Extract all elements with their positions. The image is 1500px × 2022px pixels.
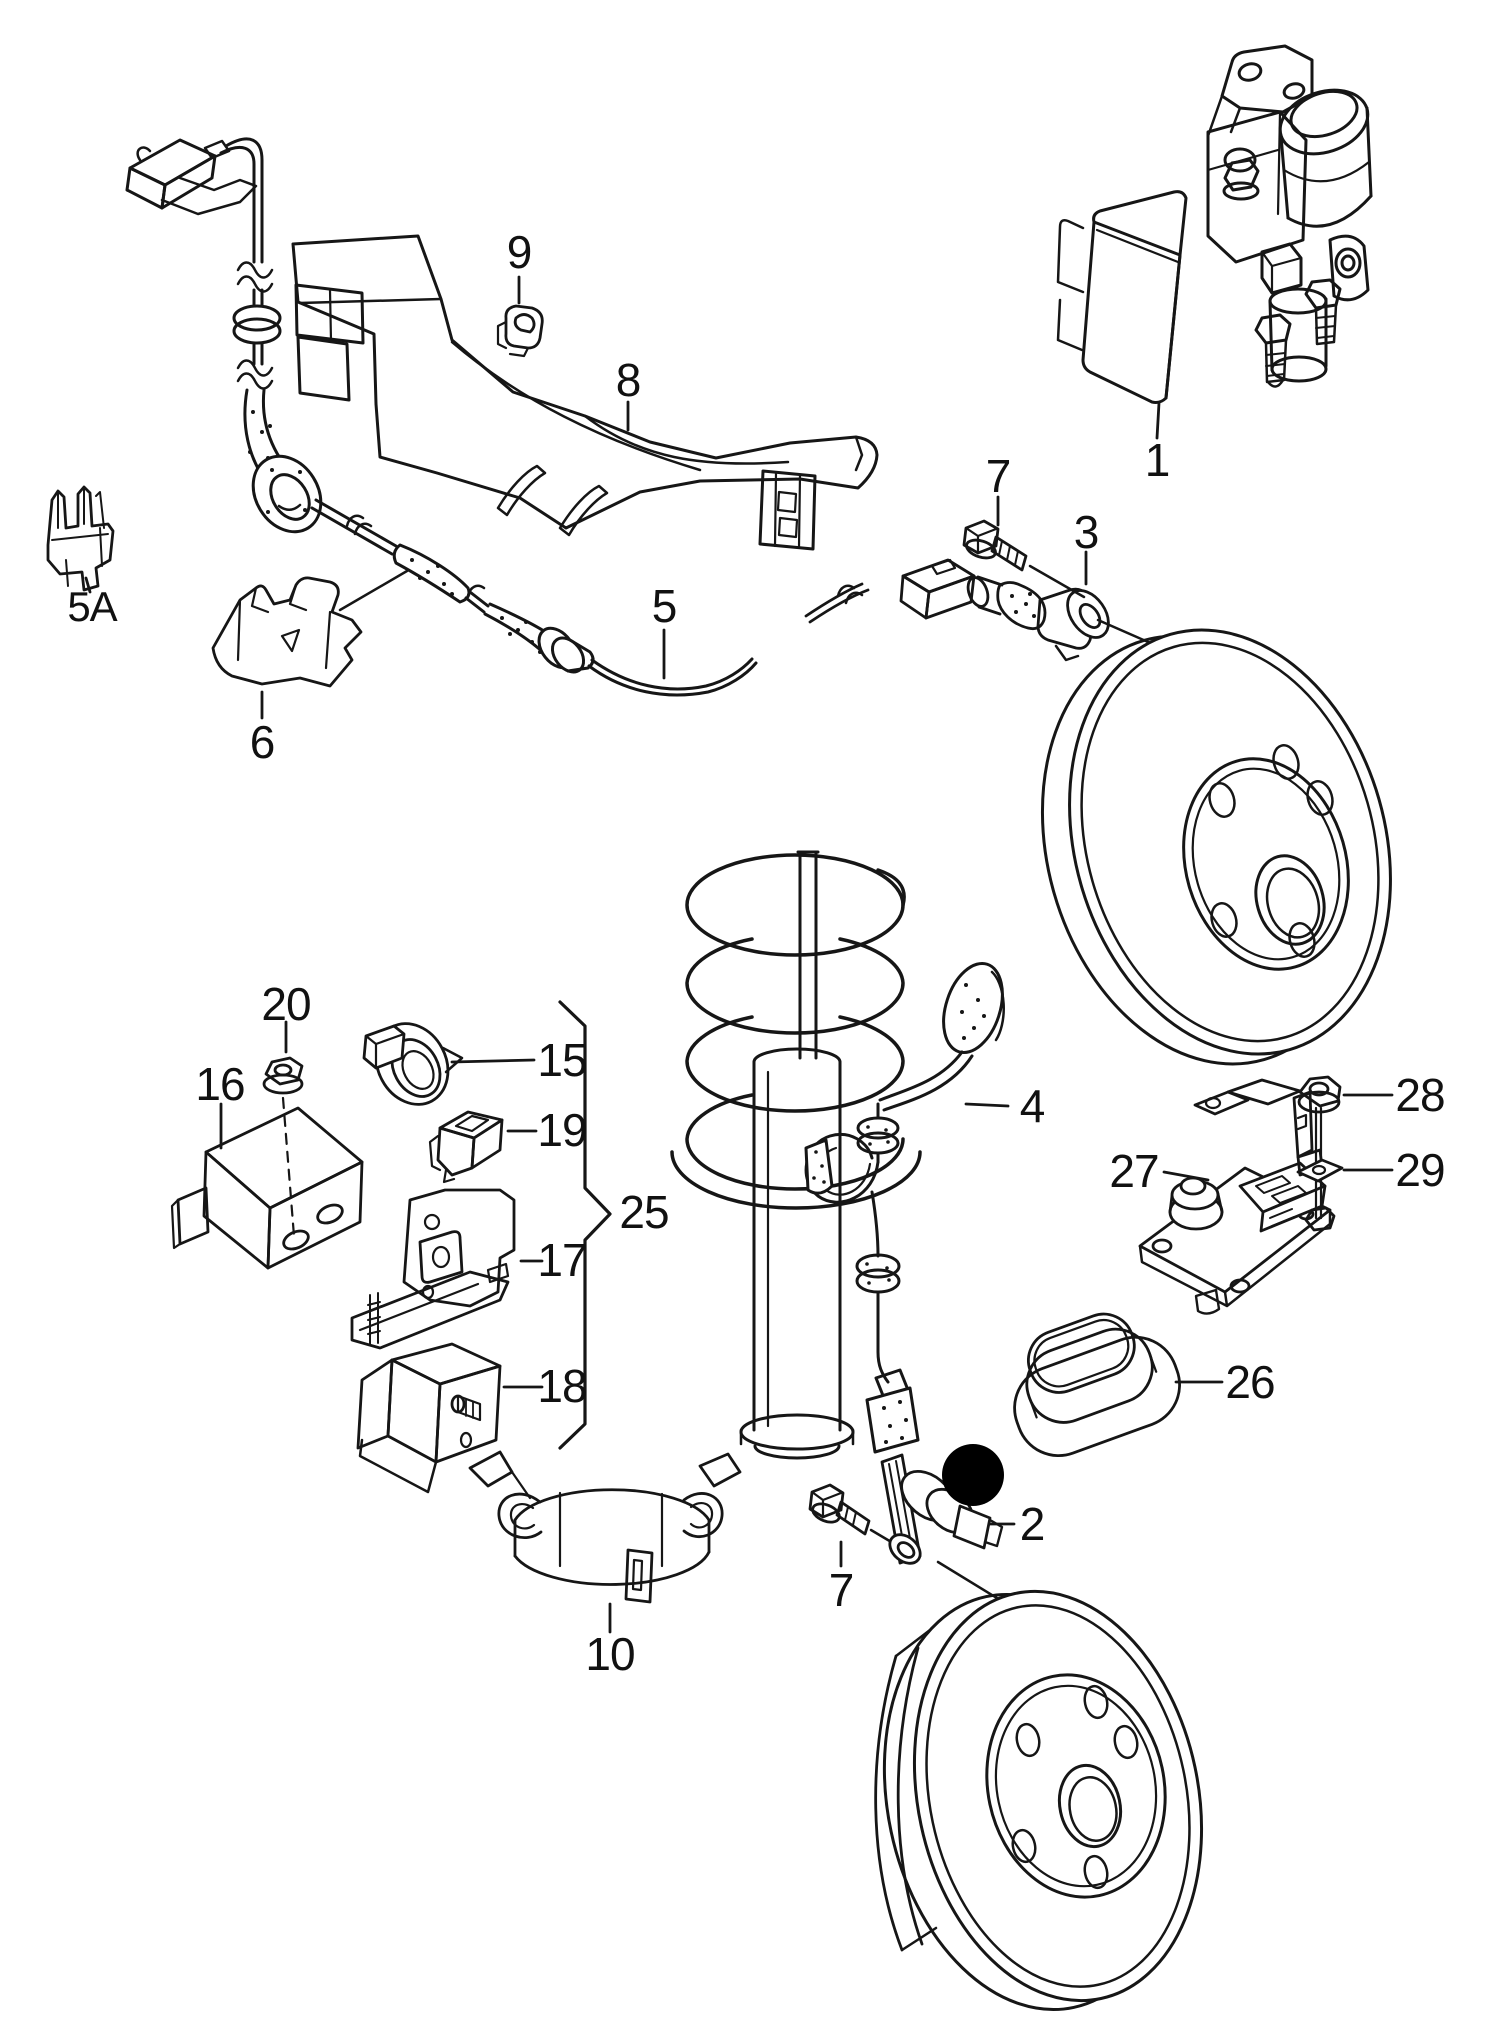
part-7-rear-bolt-drawing — [808, 1483, 900, 1548]
part-29-bracket-drawing — [1193, 1078, 1344, 1232]
part-27-module-drawing — [1138, 1161, 1332, 1315]
group-brace-25 — [558, 1000, 612, 1450]
part-5a-bracket-drawing — [46, 485, 115, 592]
part-16-bracket-drawing — [170, 1106, 364, 1270]
leader-lines — [84, 275, 1394, 1634]
rear-brake-disc-drawing — [874, 1589, 1204, 2012]
part-28-nut-drawing — [1297, 1075, 1342, 1114]
callout-9: 9 — [506, 226, 533, 278]
callout-20: 20 — [261, 978, 311, 1030]
callout-29: 29 — [1395, 1144, 1445, 1196]
part-17-bracket-drawing — [350, 1188, 516, 1350]
part-1-abs-unit-drawing — [1056, 44, 1373, 404]
callout-8: 8 — [615, 354, 642, 406]
part-6-bracket-drawing — [211, 569, 409, 688]
part-8-subframe-drawing — [291, 234, 879, 551]
callout-27: 27 — [1109, 1145, 1159, 1197]
front-brake-disc-drawing — [1040, 628, 1392, 1066]
callout-2: 2 — [1019, 1498, 1046, 1550]
part-7-front-bolt-drawing — [962, 519, 1028, 572]
callout-19: 19 — [537, 1104, 587, 1156]
callout-1: 1 — [1144, 434, 1171, 486]
part-18-bracket-drawing — [356, 1342, 502, 1494]
callout-28: 28 — [1395, 1069, 1445, 1121]
part-9-clip-drawing — [496, 304, 544, 358]
strut-assembly-drawing — [670, 850, 922, 1460]
part-15-grommet-drawing — [362, 1022, 464, 1106]
part-26-cap-drawing — [1013, 1312, 1181, 1458]
part-5-harness-drawing — [125, 137, 758, 697]
callout-5: 5 — [651, 580, 678, 632]
highlight-dot — [942, 1444, 1004, 1506]
part-10-clamp-drawing — [468, 1450, 742, 1604]
callout-3: 3 — [1073, 506, 1100, 558]
callout-7-front: 7 — [985, 450, 1012, 502]
part-3-front-sensor-drawing — [804, 558, 1182, 662]
callout-7-rear: 7 — [828, 1564, 855, 1616]
callout-5a: 5A — [67, 583, 117, 630]
callout-25: 25 — [619, 1186, 669, 1238]
callout-6: 6 — [249, 716, 276, 768]
callout-26: 26 — [1225, 1356, 1275, 1408]
part-4-sensor-wire-drawing — [804, 961, 1005, 1454]
callout-4: 4 — [1019, 1080, 1046, 1132]
callout-17: 17 — [537, 1234, 587, 1286]
callout-16: 16 — [195, 1058, 245, 1110]
part-19-clip-drawing — [428, 1110, 504, 1184]
callout-10: 10 — [585, 1628, 635, 1680]
part-20-nut-drawing — [262, 1056, 304, 1238]
callout-15: 15 — [537, 1034, 587, 1086]
callout-18: 18 — [537, 1360, 587, 1412]
